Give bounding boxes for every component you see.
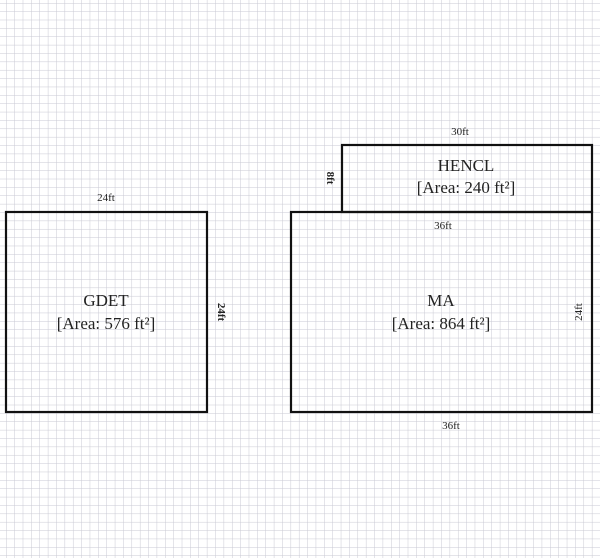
hencl-side-dimension: 8ft (324, 172, 336, 185)
ma-outline[interactable] (289, 210, 594, 414)
room-gdet[interactable]: 24ft 24ft GDET [Area: 576 ft²] (4, 192, 227, 414)
gdet-top-dimension: 24ft (97, 192, 115, 204)
hencl-label: HENCL (438, 156, 495, 175)
ma-area: [Area: 864 ft²] (392, 314, 491, 333)
gdet-side-dimension: 24ft (215, 303, 227, 322)
gdet-outline[interactable] (4, 210, 209, 414)
ma-label: MA (427, 291, 455, 310)
ma-top-dimension: 36ft (434, 220, 452, 232)
hencl-top-dimension: 30ft (451, 126, 469, 138)
ma-bottom-dimension: 36ft (442, 420, 460, 432)
gdet-area: [Area: 576 ft²] (57, 314, 156, 333)
gdet-label: GDET (83, 291, 129, 310)
room-hencl[interactable]: 30ft 8ft HENCL [Area: 240 ft²] (324, 126, 594, 214)
room-ma[interactable]: 36ft 24ft 36ft MA [Area: 864 ft²] (289, 210, 594, 432)
ma-side-dimension: 24ft (573, 303, 585, 321)
hencl-area: [Area: 240 ft²] (417, 178, 516, 197)
